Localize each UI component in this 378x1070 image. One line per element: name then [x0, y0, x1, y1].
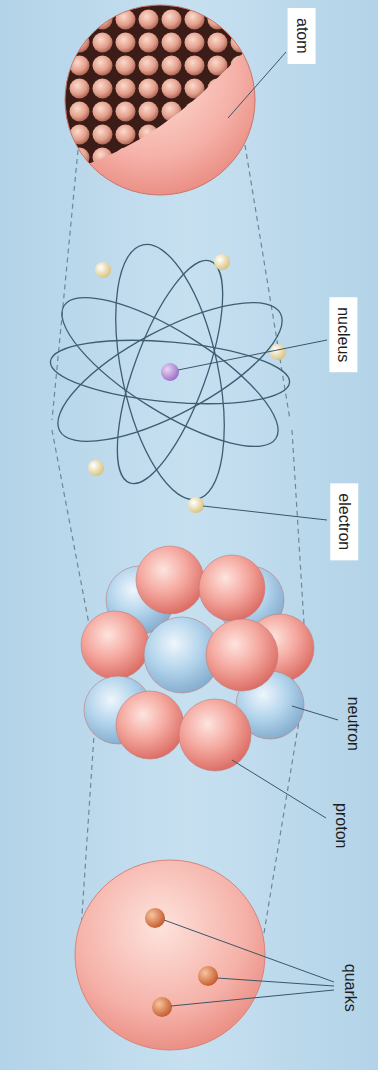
leader-line [217, 978, 334, 986]
part-label: quarks [341, 964, 359, 1012]
leader-line [171, 990, 334, 1006]
part-label: electron [330, 484, 358, 561]
part-label: atom [288, 8, 316, 64]
zoom-lines [52, 145, 305, 945]
leader-line [292, 706, 338, 720]
leader-line [164, 920, 334, 982]
part-label: proton [333, 803, 351, 848]
leader-line [228, 52, 286, 118]
atom-sphere [55, 0, 262, 195]
part-label: nucleus [330, 297, 358, 372]
proton-sphere [75, 860, 265, 1050]
leader-line [203, 506, 327, 520]
nucleus-dot [161, 363, 179, 381]
electron-orbits [40, 235, 300, 509]
leader-line [178, 340, 327, 370]
nucleus-cluster [81, 546, 314, 771]
electrons [88, 254, 286, 513]
part-label: neutron [344, 697, 362, 751]
leader-line [232, 760, 326, 818]
